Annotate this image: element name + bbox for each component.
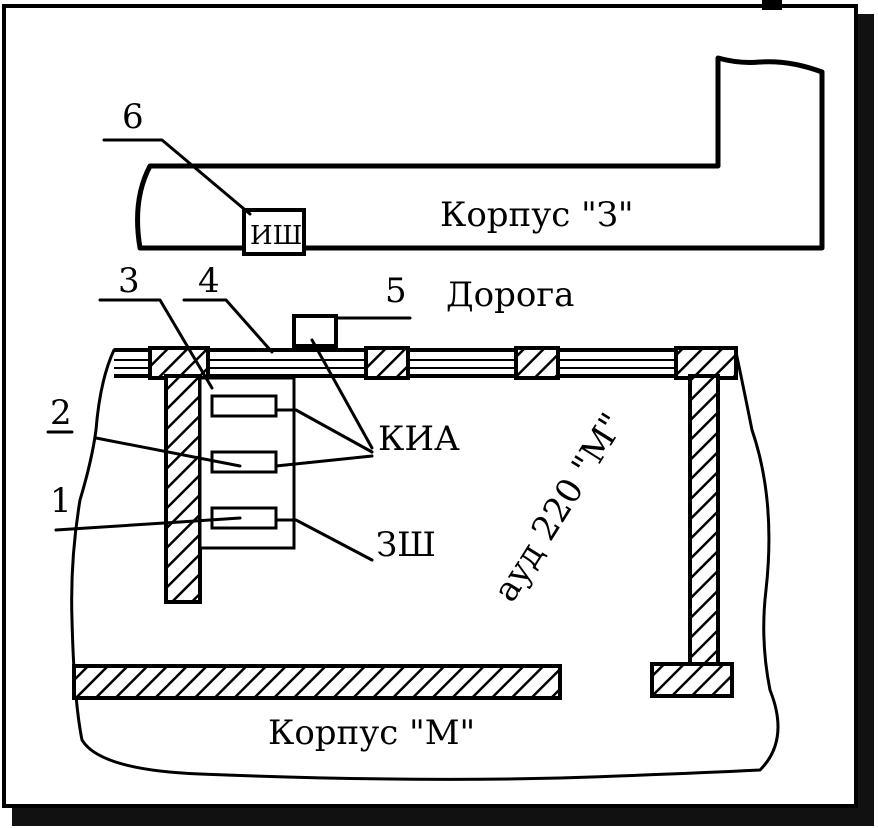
bottom-wall <box>72 664 562 700</box>
callout-5: 5 <box>385 271 407 311</box>
left-wall <box>164 374 202 604</box>
road-label: Дорога <box>446 275 574 315</box>
kia-label: КИА <box>378 419 460 459</box>
ish-label: ИШ <box>250 221 302 251</box>
callout-3: 3 <box>118 261 140 301</box>
building-m-outline <box>70 348 780 781</box>
zsh-label: ЗШ <box>376 525 436 565</box>
pillar-1 <box>148 346 210 380</box>
leader-zsh <box>274 518 374 562</box>
leader-6 <box>102 138 252 216</box>
window-wall <box>114 348 736 378</box>
pillar-2 <box>364 346 410 380</box>
building-z-label: Корпус "З" <box>440 195 634 235</box>
callout-6: 6 <box>122 97 144 137</box>
right-column-base <box>650 662 734 698</box>
callout-2: 2 <box>50 393 72 433</box>
pillar-3 <box>514 346 560 380</box>
building-z-outline <box>135 55 825 251</box>
leader-4 <box>182 298 274 354</box>
leader-2 <box>46 430 242 468</box>
building-m-label: Корпус "М" <box>268 713 475 753</box>
zsh-unit <box>210 506 278 530</box>
kia-unit-1 <box>210 394 278 418</box>
corner-mark <box>762 0 782 10</box>
leader-5-down <box>310 338 374 450</box>
leader-1 <box>54 516 242 532</box>
leader-3 <box>98 298 214 390</box>
leader-kia-1 <box>274 408 374 454</box>
right-column <box>688 374 720 668</box>
callout-1: 1 <box>50 481 72 521</box>
ish-box: ИШ <box>242 208 306 256</box>
leader-kia-2 <box>274 454 374 468</box>
item-5-box <box>292 314 338 348</box>
callout-4: 4 <box>198 261 220 301</box>
pillar-4 <box>674 346 738 380</box>
